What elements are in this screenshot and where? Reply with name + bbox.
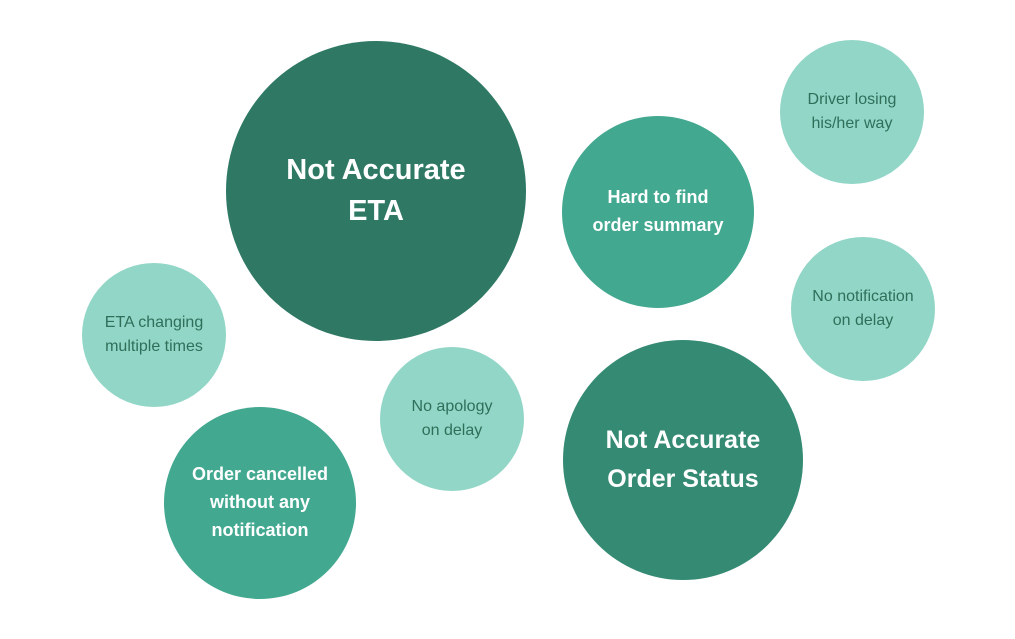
bubble-label-order-cancelled: Order cancelled without any notification: [191, 464, 329, 540]
bubble-eta-changing: ETA changing multiple times: [82, 263, 226, 407]
bubble-label-driver-losing-way: Driver losing his/her way: [807, 91, 897, 132]
bubble-not-accurate-order-status: Not Accurate Order Status: [563, 340, 803, 580]
bubble-label-not-accurate-order-status: Not Accurate Order Status: [605, 426, 761, 493]
bubble-order-cancelled: Order cancelled without any notification: [164, 407, 356, 599]
bubble-no-notification-on-delay: No notification on delay: [791, 237, 935, 381]
bubble-hard-to-find-order-summary: Hard to find order summary: [562, 116, 754, 308]
bubble-driver-losing-way: Driver losing his/her way: [780, 40, 924, 184]
bubble-label-no-apology-on-delay: No apology on delay: [411, 398, 493, 439]
bubble-no-apology-on-delay: No apology on delay: [380, 347, 524, 491]
bubble-not-accurate-eta: Not Accurate ETA: [226, 41, 526, 341]
bubble-label-no-notification-on-delay: No notification on delay: [812, 288, 914, 329]
bubble-label-hard-to-find-order-summary: Hard to find order summary: [592, 187, 724, 235]
bubble-label-eta-changing: ETA changing multiple times: [104, 314, 204, 355]
bubble-label-not-accurate-eta: Not Accurate ETA: [286, 153, 466, 227]
